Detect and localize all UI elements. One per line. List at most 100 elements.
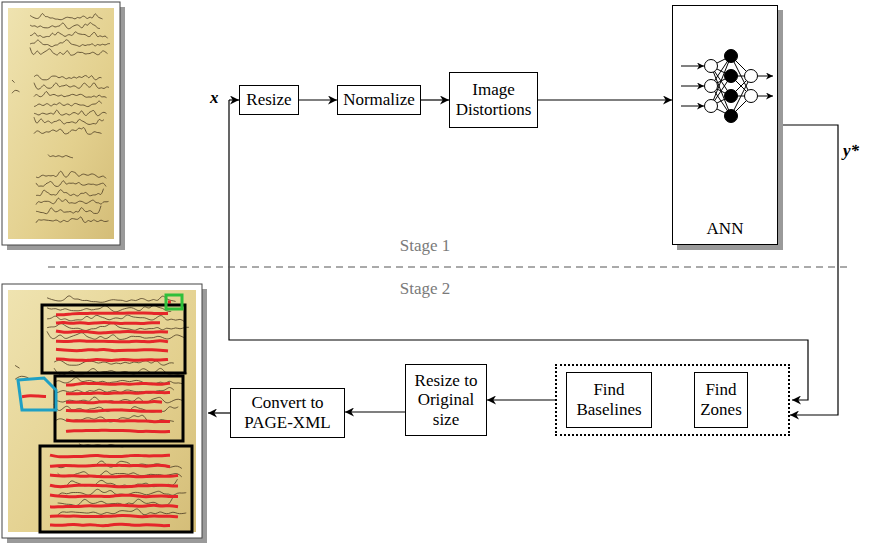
handwriting-line (47, 323, 189, 330)
flow-arrow (538, 99, 672, 100)
neuron (725, 70, 738, 83)
neuron (745, 70, 758, 83)
handwriting-line (12, 80, 15, 83)
baseline-mark (66, 392, 170, 394)
network-box: ANN (672, 5, 778, 245)
handwriting-line (30, 23, 100, 29)
handwriting-line (47, 315, 184, 322)
handwriting-line (15, 365, 19, 368)
process-box: Find Zones (694, 372, 748, 428)
zone-outline (18, 378, 56, 410)
handwriting-line (30, 40, 110, 47)
output-arrow (208, 412, 230, 413)
stage-label: Stage 2 (400, 279, 451, 299)
node-label: Resize (244, 90, 294, 110)
handwriting-line (34, 92, 107, 98)
baseline-mark (50, 455, 170, 457)
baseline-mark (56, 341, 168, 342)
node-label: Find Zones (699, 380, 743, 419)
handwriting-line (54, 415, 174, 422)
handwriting-line (54, 404, 178, 412)
zone-outline (42, 305, 185, 373)
handwriting-line (36, 198, 109, 204)
neuron (745, 90, 758, 103)
handwriting-line (54, 388, 174, 394)
process-box: Resize (239, 85, 299, 115)
net-connection (681, 86, 704, 87)
manuscript-image (8, 290, 196, 532)
postprocess-group: Find Baselines Find Zones (555, 364, 790, 436)
zone-outline (166, 295, 182, 309)
baseline-mark (66, 383, 170, 385)
node-label: Resize to Original size (410, 371, 482, 430)
signal-label: x (210, 88, 219, 108)
handwriting-line (54, 397, 183, 403)
handwriting-line (36, 171, 106, 178)
handwriting-line (34, 110, 107, 116)
zone-outline (40, 446, 192, 532)
baseline-mark (56, 349, 168, 351)
baseline-mark (56, 323, 160, 324)
handwriting-line (12, 90, 20, 93)
net-connection (758, 76, 773, 77)
node-label: Find Baselines (571, 380, 647, 419)
baseline-mark (66, 410, 162, 411)
process-box: Resize to Original size (405, 364, 487, 436)
process-box: Convert to PAGE-XML (230, 388, 345, 438)
handwriting-line (34, 128, 102, 135)
node-label: Normalize (342, 90, 416, 110)
handwriting-line (34, 117, 104, 124)
baseline-mark (56, 313, 168, 315)
baseline-mark (50, 505, 178, 507)
neuron (725, 50, 738, 63)
net-connection (681, 106, 704, 107)
neuron (725, 90, 738, 103)
baseline-mark (50, 465, 170, 466)
baseline-mark (50, 495, 178, 497)
process-box: Normalize (337, 85, 421, 115)
page-frame (2, 284, 202, 538)
node-label: Image Distortions (454, 80, 533, 119)
process-box: Image Distortions (449, 72, 538, 128)
signal-label: y* (843, 141, 859, 161)
neuron (705, 80, 718, 93)
baseline-mark (50, 515, 178, 516)
handwriting-lines (12, 14, 110, 223)
handwriting-line (47, 296, 176, 302)
process-box: Find Baselines (566, 372, 652, 428)
handwriting-line (30, 48, 108, 56)
handwriting-line (36, 206, 101, 214)
baseline-mark (50, 524, 170, 526)
page-shadow (7, 289, 207, 543)
flow-arrow (421, 99, 449, 100)
handwriting-line (34, 83, 109, 90)
handwriting-line (36, 217, 109, 223)
zone-outline (55, 376, 183, 441)
baseline-mark (56, 331, 168, 333)
handwriting-line (36, 181, 106, 187)
flow-arrow (487, 399, 555, 400)
flow-arrow (778, 125, 838, 415)
baseline-mark (66, 402, 162, 403)
handwriting-line (30, 14, 103, 20)
neural-net-icon (673, 26, 779, 156)
page-frame (2, 2, 120, 245)
baseline-mark (50, 475, 178, 477)
handwriting-line (36, 189, 104, 196)
node-label: ANN (677, 219, 773, 239)
handwriting (12, 14, 110, 223)
baseline-mark (56, 359, 168, 361)
handwriting-line (47, 331, 184, 339)
baseline-mark (168, 301, 171, 304)
neuron (705, 60, 718, 73)
neuron (725, 110, 738, 123)
baseline-mark (66, 420, 170, 422)
baseline-mark (66, 430, 170, 431)
stage-label: Stage 1 (400, 236, 451, 256)
node-label: Convert to PAGE-XML (235, 393, 340, 432)
baseline-mark (50, 485, 178, 487)
net-connection (681, 66, 704, 67)
handwriting-line (48, 155, 73, 158)
